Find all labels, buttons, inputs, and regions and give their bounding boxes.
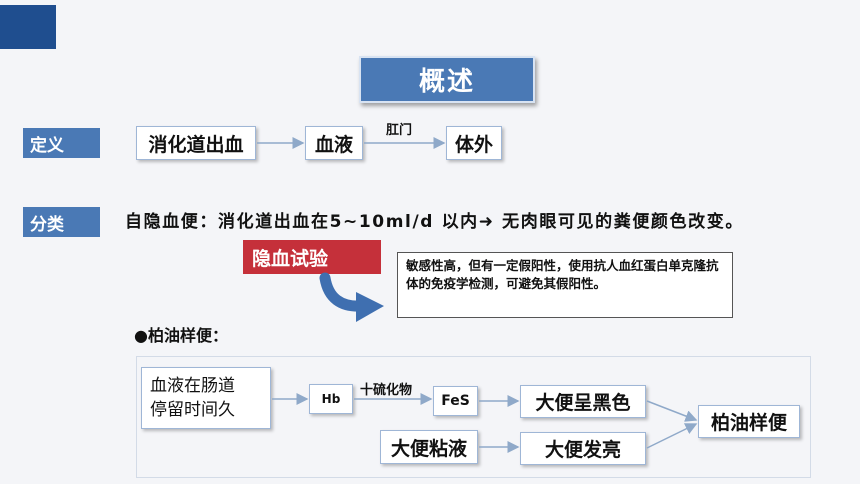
fes-box: FeS xyxy=(433,386,478,416)
flow-box-blood: 血液 xyxy=(305,126,363,160)
flow-box-gi-bleeding: 消化道出血 xyxy=(136,126,256,160)
page-title: 概述 xyxy=(359,56,535,103)
hb-box: Hb xyxy=(309,384,353,414)
test-note-box: 敏感性高，但有一定假阳性，使用抗人血红蛋白单克隆抗体的免疫学检测，可避免其假阳性… xyxy=(397,252,733,318)
arrow-label-sulfide: 十硫化物 xyxy=(360,383,413,398)
tarry-stool-box: 柏油样便 xyxy=(698,405,800,438)
curved-arrow-head xyxy=(356,292,384,322)
corner-decoration xyxy=(0,5,56,49)
curved-arrow-test xyxy=(319,272,368,312)
occult-blood-description: 自隐血便：消化道出血在5~10ml/d 以内➜ 无肉眼可见的粪便颜色改变。 xyxy=(125,212,744,232)
flow-box-outside: 体外 xyxy=(446,126,502,160)
black-stool-box: 大便呈黑色 xyxy=(520,385,646,418)
tarry-stool-heading: ●柏油样便： xyxy=(134,326,228,345)
cause-line-2: 停留时间久 xyxy=(150,400,235,420)
cause-box: 血液在肠道 停留时间久 xyxy=(141,367,271,429)
occult-blood-test-tag: 隐血试验 xyxy=(243,240,381,274)
shiny-stool-box: 大便发亮 xyxy=(520,432,646,465)
definition-tag: 定义 xyxy=(23,128,100,158)
mucus-stool-box: 大便粘液 xyxy=(380,430,478,464)
classification-tag: 分类 xyxy=(23,207,100,237)
cause-line-1: 血液在肠道 xyxy=(150,376,235,396)
arrow-label-anus: 肛门 xyxy=(386,123,413,138)
tarry-stool-diagram-frame xyxy=(136,356,811,478)
